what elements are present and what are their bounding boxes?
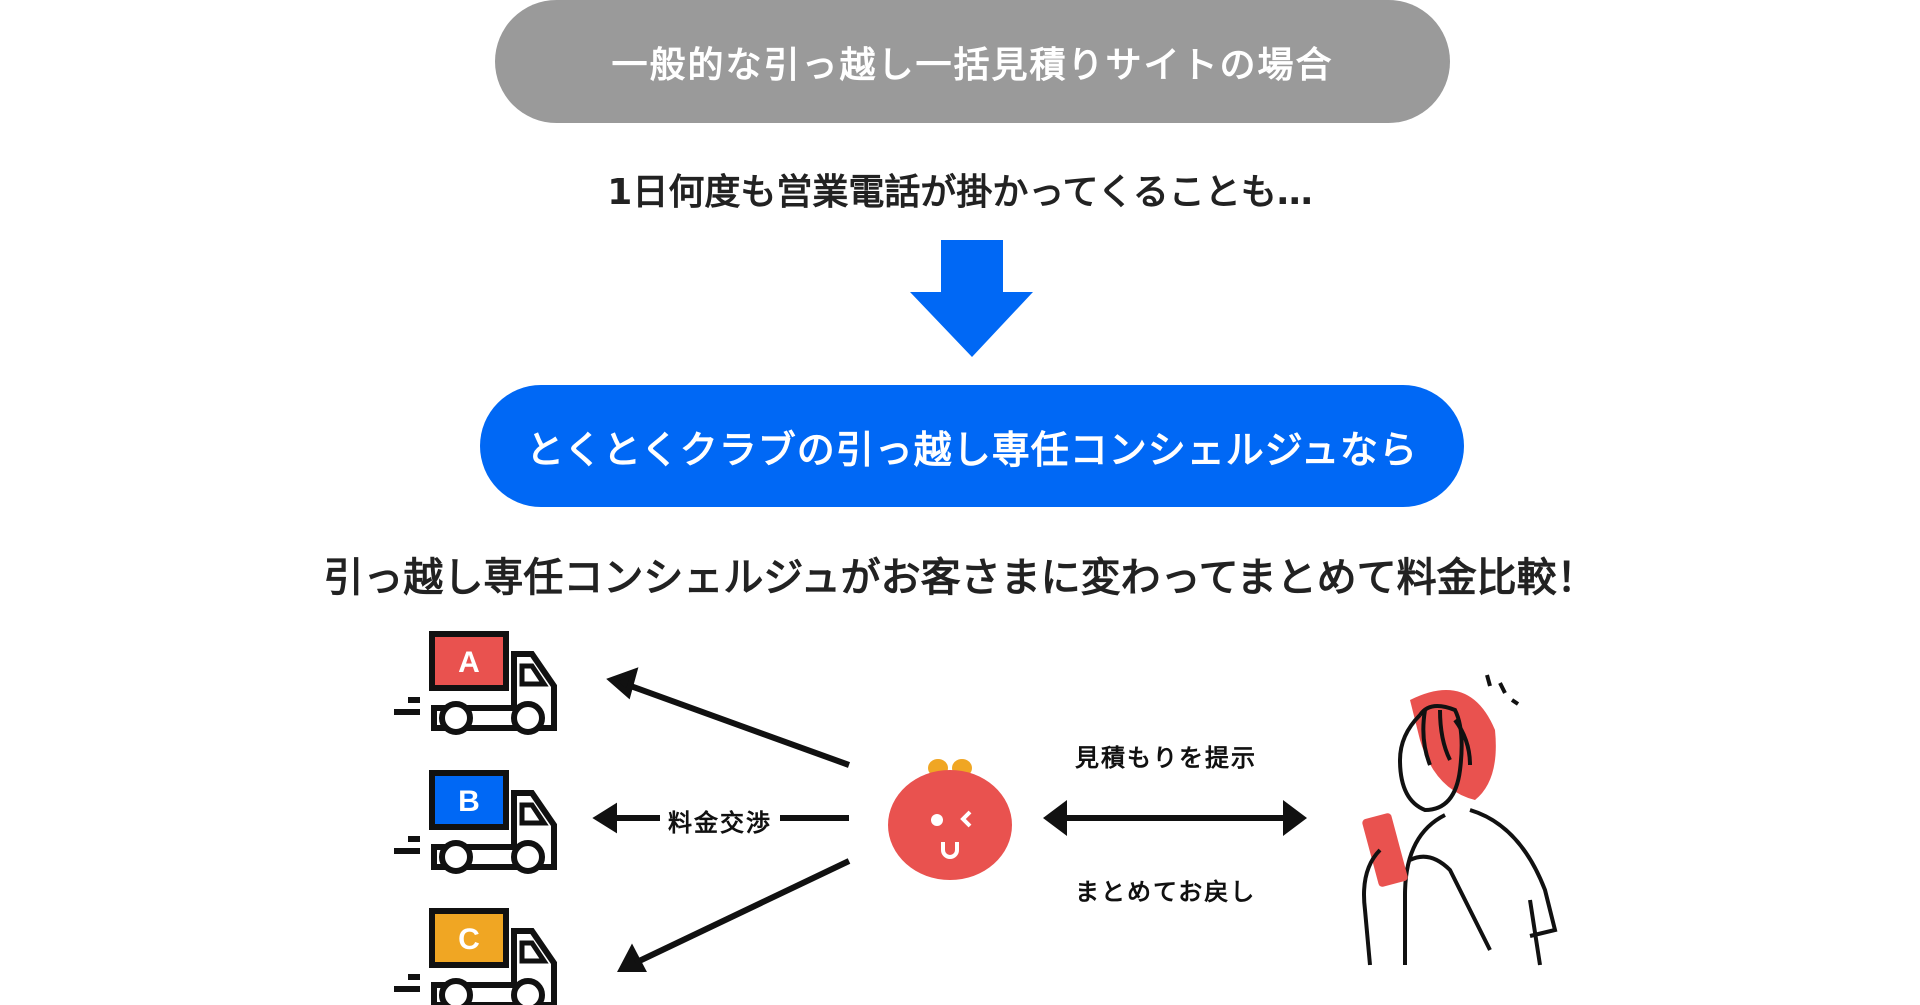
truck-b-label: B <box>458 785 480 818</box>
negotiation-label: 料金交渉 <box>660 803 780 838</box>
truck-c-icon <box>394 908 557 1005</box>
down-arrow-icon <box>910 240 1033 357</box>
arrow-to-c <box>633 858 851 966</box>
quote-label: 見積もりを提示 <box>1075 738 1257 773</box>
return-label: まとめてお戻し <box>1075 872 1257 907</box>
truck-c-label: C <box>458 923 480 956</box>
customer-person-icon <box>1362 674 1558 966</box>
solution-text: 引っ越し専任コンシェルジュがお客さまに変わってまとめて料金比較！ <box>323 555 1597 601</box>
concierge-service-pill: とくとくクラブの引っ越し専任コンシェルジュなら <box>480 385 1464 507</box>
truck-a-label: A <box>458 646 480 679</box>
general-site-pill: 一般的な引っ越し一括見積りサイトの場合 <box>495 0 1450 123</box>
arrow-to-a <box>623 681 851 768</box>
truck-a-icon <box>394 631 557 735</box>
truck-b-icon <box>394 770 557 874</box>
concierge-mascot-icon <box>888 759 1012 880</box>
problem-text: 1日何度も営業電話が掛かってくることも… <box>607 172 1313 213</box>
